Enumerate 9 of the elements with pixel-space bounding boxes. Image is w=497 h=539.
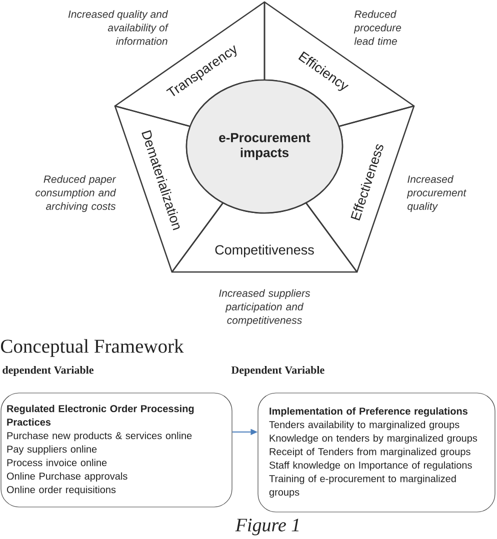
rounded-box: Regulated Electronic Order Processing Practices Purchase new products & services online Pay suppliers online Process invoice online Online Purchase approvals Online order requisitions (0, 392, 232, 508)
variable-heading: Dependent Variable (231, 366, 324, 376)
figure-caption: Figure 1 (235, 518, 299, 536)
variable-heading: dependent Variable (2, 366, 94, 376)
annotation: Increased suppliers participation and competitiveness (219, 289, 310, 326)
annotation: Reduced paper consumption and archiving costs (36, 175, 116, 212)
annotation: Reduced procedure lead time (354, 10, 402, 45)
rounded-box: Implementation of Preference regulations Tenders availability to marginalized groups Knowledge on tenders by marginalized groups Receipt of Tenders from marginalized groups Staff knowledge on Importance of regulations Training of e-procurement to marginalized groups (258, 392, 496, 512)
section-heading: Conceptual Framework (1, 339, 184, 357)
